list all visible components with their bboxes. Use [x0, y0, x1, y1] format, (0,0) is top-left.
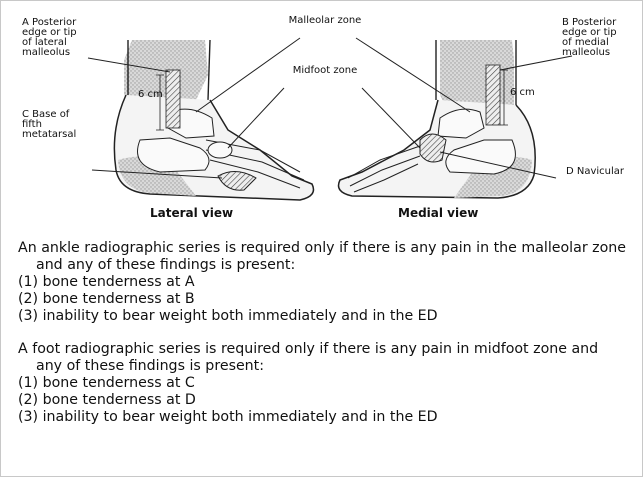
- ankle-finding: (2) bone tenderness at B: [18, 291, 628, 308]
- medial-navicular-zone: [420, 134, 446, 162]
- foot-finding: (3) inability to bear weight both immedi…: [18, 409, 628, 426]
- foot-finding: (1) bone tenderness at C: [18, 375, 628, 392]
- label-a-posterior-lateral-malleolus: A Posterior edge or tip of lateral malle…: [22, 18, 77, 58]
- foot-rule-findings: (1) bone tenderness at C (2) bone tender…: [18, 375, 628, 426]
- label-malleolar-zone: Malleolar zone: [270, 16, 380, 26]
- label-lateral-6cm: 6 cm: [138, 90, 163, 100]
- medial-tibia-zone: [486, 65, 500, 125]
- label-medial-6cm: 6 cm: [510, 88, 535, 98]
- label-lateral-view: Lateral view: [150, 206, 233, 220]
- leader-midfoot-left: [228, 88, 284, 148]
- lateral-foot: [114, 40, 313, 200]
- label-d-navicular: D Navicular: [566, 167, 624, 177]
- foot-finding: (2) bone tenderness at D: [18, 392, 628, 409]
- label-b-posterior-medial-malleolus: B Posterior edge or tip of medial malleo…: [562, 18, 617, 58]
- label-c-base-fifth-metatarsal: C Base of fifth metatarsal: [22, 110, 76, 140]
- foot-rule-intro: A foot radiographic series is required o…: [18, 341, 628, 375]
- ottawa-rules: An ankle radiographic series is required…: [18, 240, 628, 442]
- lateral-cuboid: [208, 142, 232, 158]
- ankle-finding: (3) inability to bear weight both immedi…: [18, 308, 628, 325]
- ankle-rule: An ankle radiographic series is required…: [18, 240, 628, 325]
- ottawa-ankle-diagram: [0, 0, 643, 232]
- label-midfoot-zone: Midfoot zone: [270, 66, 380, 76]
- foot-rule: A foot radiographic series is required o…: [18, 341, 628, 426]
- ankle-rule-findings: (1) bone tenderness at A (2) bone tender…: [18, 274, 628, 325]
- label-medial-view: Medial view: [398, 206, 478, 220]
- ankle-finding: (1) bone tenderness at A: [18, 274, 628, 291]
- medial-foot: [339, 40, 536, 198]
- ankle-rule-intro: An ankle radiographic series is required…: [18, 240, 628, 274]
- leader-midfoot-right: [362, 88, 420, 148]
- lateral-fibula-zone: [166, 70, 180, 128]
